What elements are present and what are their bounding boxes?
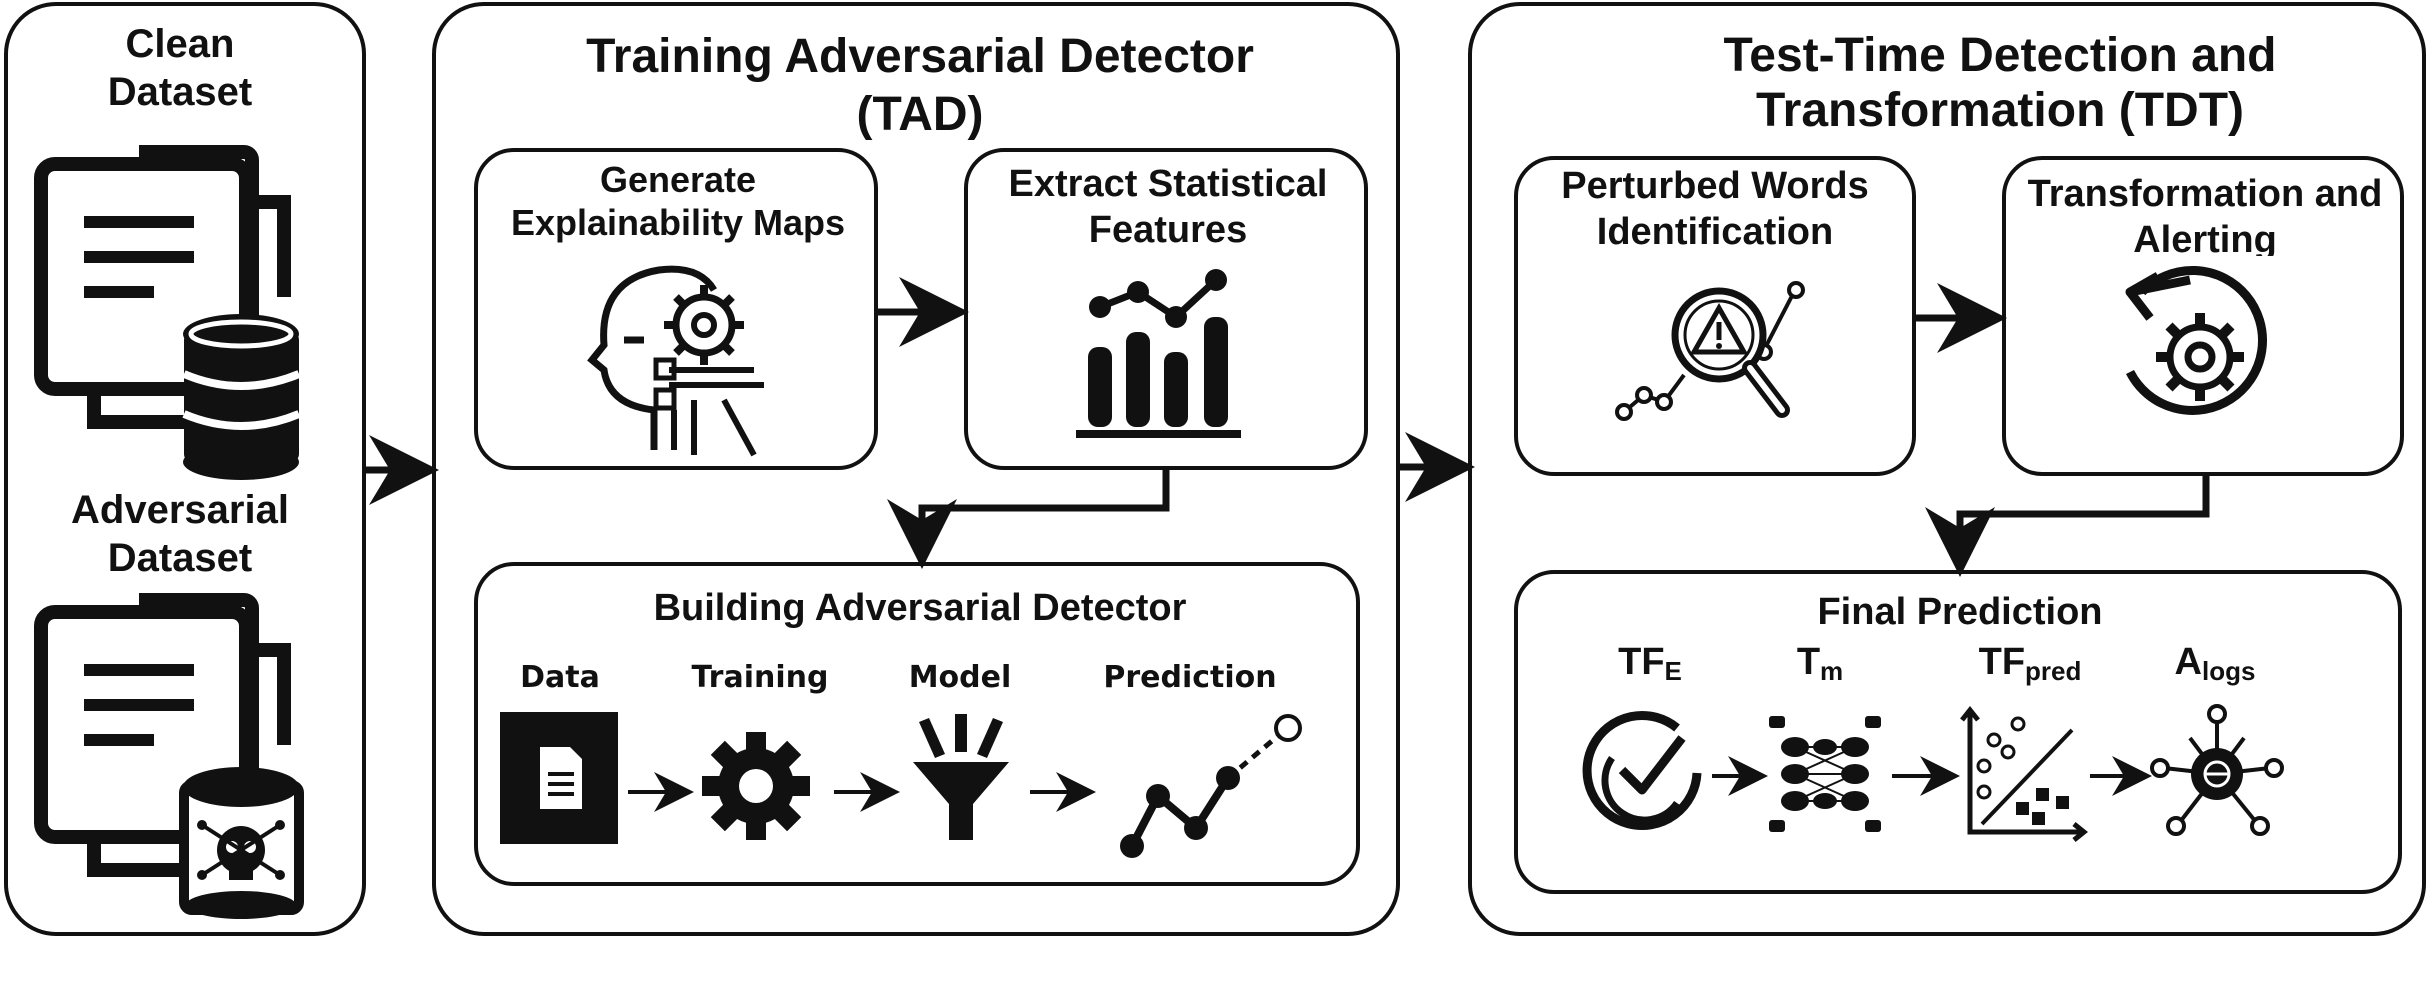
- scatter-classifier-icon: [1960, 705, 2089, 842]
- prediction-trend-icon: [1120, 714, 1302, 858]
- adversarial-dataset-label: Adversarial Dataset: [71, 488, 289, 580]
- tdt-title: Test-Time Detection and Transformation (…: [1723, 29, 2277, 138]
- step-data-label: Data: [520, 660, 600, 695]
- funnel-model-icon: [913, 714, 1009, 840]
- tm-label: Tm: [1796, 641, 1844, 686]
- bar-chart-trend-icon: [1076, 269, 1241, 438]
- extract-features-label: Extract Statistical Features: [1008, 163, 1328, 251]
- step-model-label: Model: [908, 660, 1012, 695]
- tfe-label: TFE: [1618, 641, 1682, 686]
- final-prediction-box: [1514, 570, 2402, 894]
- build-detector-title: Building Adversarial Detector: [653, 587, 1187, 629]
- alert-hub-icon: [2150, 704, 2284, 836]
- transformation-label: Transformation and Alerting: [2027, 173, 2383, 256]
- clean-dataset-label: Clean Dataset: [107, 22, 253, 114]
- arrow-features-to-builder: [887, 470, 1170, 569]
- tfpred-label: TFpred: [1978, 641, 2082, 686]
- neural-network-icon: [1769, 716, 1881, 832]
- documents-database-icon: [34, 145, 301, 480]
- magnifier-warning-icon: [1615, 281, 1805, 421]
- check-circle-icon: [1582, 710, 1702, 830]
- alogs-label: Alogs: [2174, 641, 2256, 686]
- final-prediction-title: Final Prediction: [1817, 591, 2103, 633]
- build-detector-box: [474, 562, 1360, 886]
- gear-icon: [702, 732, 810, 840]
- step-training-label: Training: [691, 660, 829, 695]
- perturbed-words-label: Perturbed Words Identification: [1561, 165, 1869, 253]
- documents-malicious-database-icon: [34, 593, 304, 919]
- arrow-transform-to-final: [1925, 476, 2210, 577]
- step-prediction-label: Prediction: [1103, 660, 1277, 695]
- ai-head-gear-icon: [587, 265, 764, 457]
- rotate-gear-icon: [2125, 265, 2267, 415]
- tad-title: Training Adversarial Detector (TAD): [586, 30, 1254, 141]
- document-icon: [500, 712, 618, 844]
- generate-maps-label: Generate Explainability Maps: [510, 159, 846, 244]
